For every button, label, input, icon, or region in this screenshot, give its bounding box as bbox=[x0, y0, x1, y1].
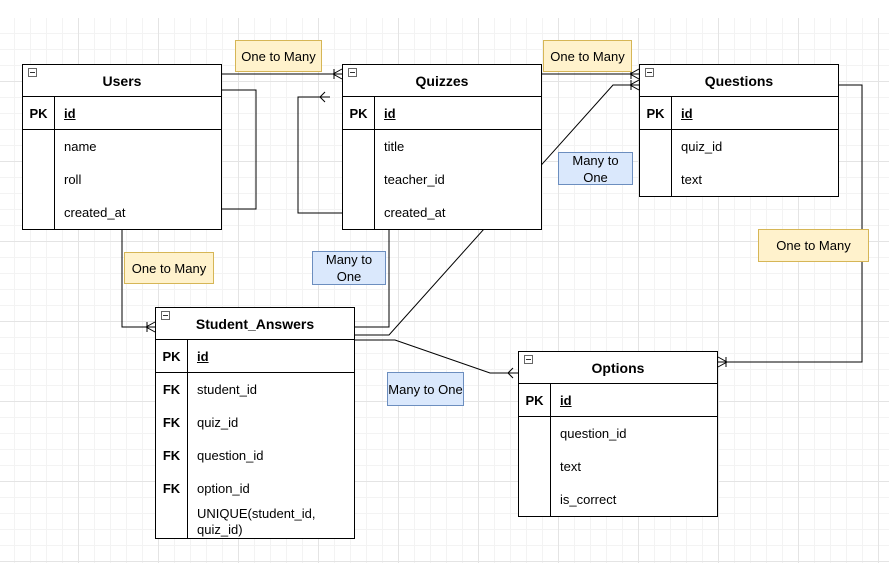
collapse-icon[interactable] bbox=[28, 68, 37, 77]
key-label: PK bbox=[640, 97, 672, 129]
key-cell bbox=[640, 130, 672, 163]
student-answers-field-question-id: question_id bbox=[197, 448, 264, 463]
collapse-icon[interactable] bbox=[161, 311, 170, 320]
users-field-created-at: created_at bbox=[64, 205, 126, 220]
crow-foot-student-answers-users bbox=[144, 321, 156, 333]
key-label: FK bbox=[156, 472, 188, 505]
key-label: FK bbox=[156, 373, 188, 406]
connector-answers-options[interactable] bbox=[354, 339, 518, 374]
quizzes-row-teacher-id[interactable]: teacher_id bbox=[343, 163, 541, 196]
options-row-text[interactable]: text bbox=[519, 450, 717, 483]
quizzes-field-title: title bbox=[384, 139, 405, 154]
student-answers-table[interactable]: Student_Answers PK id FK student_id FK q… bbox=[155, 307, 355, 539]
note-users-student-answers[interactable]: One to Many bbox=[124, 252, 214, 284]
key-label: FK bbox=[156, 406, 188, 439]
users-row-created-at[interactable]: created_at bbox=[23, 196, 221, 229]
student-answers-field-student-id: student_id bbox=[197, 382, 257, 397]
questions-row-quiz-id[interactable]: quiz_id bbox=[640, 130, 838, 163]
quizzes-field-id: id bbox=[384, 105, 396, 121]
key-label: PK bbox=[23, 97, 55, 129]
crow-foot-quizzes bbox=[331, 68, 343, 80]
users-pk-row[interactable]: PK id bbox=[23, 97, 221, 130]
users-row-roll[interactable]: roll bbox=[23, 163, 221, 196]
student-answers-field-quiz-id: quiz_id bbox=[197, 415, 239, 430]
student-answers-header[interactable]: Student_Answers bbox=[156, 308, 354, 340]
users-field-id: id bbox=[64, 105, 76, 121]
note-answers-quizzes[interactable]: Many to One bbox=[312, 251, 386, 285]
quizzes-row-created-at[interactable]: created_at bbox=[343, 196, 541, 229]
users-header[interactable]: Users bbox=[23, 65, 221, 97]
crow-foot-options bbox=[717, 356, 729, 368]
questions-field-text: text bbox=[681, 172, 702, 187]
student-answers-row-unique[interactable]: UNIQUE(student_id, quiz_id) bbox=[156, 505, 354, 539]
key-cell bbox=[519, 417, 551, 450]
key-cell bbox=[23, 163, 55, 196]
collapse-icon[interactable] bbox=[524, 355, 533, 364]
questions-title: Questions bbox=[704, 73, 774, 89]
collapse-icon[interactable] bbox=[348, 68, 357, 77]
users-field-roll: roll bbox=[64, 172, 82, 187]
quizzes-row-title[interactable]: title bbox=[343, 130, 541, 163]
key-cell bbox=[23, 130, 55, 163]
key-label: FK bbox=[156, 439, 188, 472]
note-answers-options[interactable]: Many to One bbox=[387, 372, 464, 406]
options-header[interactable]: Options bbox=[519, 352, 717, 384]
questions-row-text[interactable]: text bbox=[640, 163, 838, 196]
collapse-icon[interactable] bbox=[645, 68, 654, 77]
options-table[interactable]: Options PK id question_id text is_correc… bbox=[518, 351, 718, 517]
questions-field-id: id bbox=[681, 105, 693, 121]
student-answers-row-student-id[interactable]: FK student_id bbox=[156, 373, 354, 406]
options-field-text: text bbox=[560, 459, 581, 474]
student-answers-field-id: id bbox=[197, 348, 209, 364]
note-answers-questions[interactable]: Many to One bbox=[558, 152, 633, 185]
key-cell bbox=[343, 163, 375, 196]
student-answers-pk-row[interactable]: PK id bbox=[156, 340, 354, 373]
users-table[interactable]: Users PK id name roll created_at bbox=[22, 64, 222, 230]
users-title: Users bbox=[102, 73, 142, 89]
student-answers-row-quiz-id[interactable]: FK quiz_id bbox=[156, 406, 354, 439]
key-cell bbox=[343, 130, 375, 163]
questions-header[interactable]: Questions bbox=[640, 65, 838, 97]
key-cell bbox=[640, 163, 672, 196]
note-quizzes-questions[interactable]: One to Many bbox=[543, 40, 632, 72]
questions-pk-row[interactable]: PK id bbox=[640, 97, 838, 130]
canvas-top-band bbox=[0, 0, 889, 18]
key-cell bbox=[519, 450, 551, 483]
key-cell bbox=[343, 196, 375, 229]
student-answers-title: Student_Answers bbox=[195, 316, 315, 332]
options-field-is-correct: is_correct bbox=[560, 492, 617, 507]
questions-field-quiz-id: quiz_id bbox=[681, 139, 723, 154]
questions-table[interactable]: Questions PK id quiz_id text bbox=[639, 64, 839, 197]
options-row-is-correct[interactable]: is_correct bbox=[519, 483, 717, 516]
connector-questions-options[interactable] bbox=[718, 84, 863, 363]
quizzes-header[interactable]: Quizzes bbox=[343, 65, 541, 97]
options-row-question-id[interactable]: question_id bbox=[519, 417, 717, 450]
users-row-name[interactable]: name bbox=[23, 130, 221, 163]
key-cell bbox=[23, 196, 55, 229]
crow-foot-questions-answers bbox=[628, 79, 640, 91]
options-field-id: id bbox=[560, 392, 572, 408]
quizzes-field-created-at: created_at bbox=[384, 205, 446, 220]
key-cell bbox=[519, 483, 551, 516]
quizzes-field-teacher-id: teacher_id bbox=[384, 172, 445, 187]
key-label: PK bbox=[519, 384, 551, 416]
options-field-question-id: question_id bbox=[560, 426, 627, 441]
key-cell bbox=[156, 505, 188, 539]
quizzes-title: Quizzes bbox=[415, 73, 469, 89]
options-pk-row[interactable]: PK id bbox=[519, 384, 717, 417]
arrow-quizzes bbox=[319, 91, 326, 103]
quizzes-pk-row[interactable]: PK id bbox=[343, 97, 541, 130]
users-field-name: name bbox=[64, 139, 97, 154]
student-answers-field-unique: UNIQUE(student_id, quiz_id) bbox=[197, 506, 316, 537]
note-users-quizzes[interactable]: One to Many bbox=[235, 40, 322, 72]
options-title: Options bbox=[591, 360, 645, 376]
quizzes-table[interactable]: Quizzes PK id title teacher_id created_a… bbox=[342, 64, 542, 230]
arrow-options bbox=[507, 367, 514, 379]
key-label: PK bbox=[343, 97, 375, 129]
note-questions-options[interactable]: One to Many bbox=[758, 229, 869, 262]
student-answers-row-option-id[interactable]: FK option_id bbox=[156, 472, 354, 505]
student-answers-field-option-id: option_id bbox=[197, 481, 250, 496]
key-label: PK bbox=[156, 340, 188, 372]
student-answers-row-question-id[interactable]: FK question_id bbox=[156, 439, 354, 472]
